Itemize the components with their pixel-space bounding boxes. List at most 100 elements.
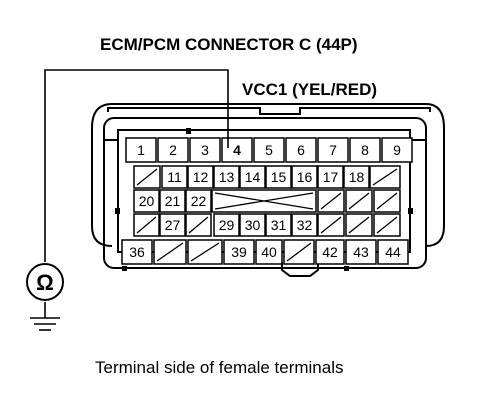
terminal-box xyxy=(381,137,413,163)
terminal-label: 12 xyxy=(193,169,209,185)
terminal-cell: 9 xyxy=(381,137,413,163)
latch-tab-left xyxy=(115,208,120,214)
terminal-label: 3 xyxy=(201,142,209,158)
unused-slash xyxy=(372,168,398,186)
probe-wire-label: VCC1 (YEL/RED) xyxy=(242,80,377,99)
terminal-cell: 20 xyxy=(133,189,160,213)
empty-cavity xyxy=(185,213,212,237)
empty-cavity xyxy=(317,213,345,237)
terminal-box xyxy=(157,137,189,163)
ohm-icon: Ω xyxy=(36,270,54,295)
terminal-box xyxy=(159,189,186,213)
empty-cavity xyxy=(345,189,373,213)
diagram-title: ECM/PCM CONNECTOR C (44P) xyxy=(100,35,358,54)
key-tab-right xyxy=(344,266,349,271)
terminal-box xyxy=(291,165,318,189)
unused-slash xyxy=(348,216,370,234)
terminal-cell: 43 xyxy=(345,239,377,265)
unused-slash xyxy=(376,192,398,210)
terminal-cell: 21 xyxy=(159,189,186,213)
terminal-label: 32 xyxy=(297,217,313,233)
terminal-box xyxy=(265,213,292,237)
terminal-label-probed: 4 xyxy=(233,142,241,158)
terminal-label: 18 xyxy=(349,169,365,185)
terminal-cell: 3 xyxy=(189,137,221,163)
terminal-label: 5 xyxy=(265,142,273,158)
empty-cavity xyxy=(317,189,345,213)
terminal-box xyxy=(239,213,266,237)
terminal-label: 20 xyxy=(139,193,155,209)
probe-wire xyxy=(30,69,229,331)
terminal-box xyxy=(265,165,292,189)
terminal-box xyxy=(285,137,317,163)
terminal-cell: 1 xyxy=(125,137,157,163)
terminal-cell: 39 xyxy=(223,239,255,265)
empty-cavity xyxy=(283,239,315,265)
terminal-cell: 22 xyxy=(185,189,212,213)
terminal-cell: 7 xyxy=(317,137,349,163)
terminal-box xyxy=(253,137,285,163)
terminal-box xyxy=(161,165,188,189)
terminal-cell: 44 xyxy=(377,239,409,265)
terminal-label: 27 xyxy=(165,217,181,233)
diagram-caption: Terminal side of female terminals xyxy=(95,358,343,377)
terminal-box xyxy=(133,189,160,213)
terminal-cell: 18 xyxy=(343,165,370,189)
ohmmeter-circle xyxy=(26,263,64,301)
terminal-label: 11 xyxy=(167,169,182,185)
terminal-label: 6 xyxy=(297,142,305,158)
empty-cavity xyxy=(369,165,401,189)
terminal-label: 31 xyxy=(271,217,287,233)
terminal-cell: 40 xyxy=(255,239,283,265)
terminal-label: 16 xyxy=(297,169,313,185)
ohmmeter: Ω xyxy=(26,263,64,301)
terminal-cell: 30 xyxy=(239,213,266,237)
terminal-label: 43 xyxy=(353,244,369,260)
terminal-box xyxy=(317,137,349,163)
terminal-box xyxy=(213,213,240,237)
terminal-label: 14 xyxy=(245,169,261,185)
terminal-label: 13 xyxy=(219,169,235,185)
terminal-box xyxy=(377,239,409,265)
terminal-label: 42 xyxy=(322,244,338,260)
unused-slash xyxy=(320,192,342,210)
terminal-box xyxy=(125,137,157,163)
terminal-label: 8 xyxy=(361,142,369,158)
terminal-box xyxy=(315,239,345,265)
terminal-cell: 2 xyxy=(157,137,189,163)
terminal-box xyxy=(213,165,240,189)
terminal-box xyxy=(223,239,255,265)
terminal-cell: 5 xyxy=(253,137,285,163)
terminal-label: 15 xyxy=(271,169,287,185)
unused-slash xyxy=(136,216,157,234)
empty-cavity xyxy=(133,213,160,237)
unused-slash xyxy=(156,242,184,262)
key-tab-left xyxy=(122,266,127,271)
unused-slash xyxy=(214,192,314,210)
key-tab-top xyxy=(186,128,191,134)
terminal-label: 17 xyxy=(323,169,339,185)
terminal-cell: 4 xyxy=(221,137,253,163)
empty-cavity xyxy=(187,239,223,265)
terminal-cell: 36 xyxy=(121,239,153,265)
terminal-cell: 16 xyxy=(291,165,318,189)
terminal-cell: 31 xyxy=(265,213,292,237)
terminal-box xyxy=(189,137,221,163)
unused-slash xyxy=(348,192,370,210)
terminal-label: 9 xyxy=(393,142,401,158)
unused-slash xyxy=(190,242,220,262)
empty-cavity xyxy=(153,239,187,265)
terminal-cell: 13 xyxy=(213,165,240,189)
terminal-label: 29 xyxy=(219,217,235,233)
terminal-cell: 15 xyxy=(265,165,292,189)
terminal-cell: 6 xyxy=(285,137,317,163)
terminal-cell: 14 xyxy=(239,165,266,189)
terminal-cell: 11 xyxy=(161,165,188,189)
empty-cavity xyxy=(373,189,401,213)
unused-slash xyxy=(320,216,342,234)
empty-cavity-block xyxy=(211,189,317,213)
terminal-box xyxy=(349,137,381,163)
terminal-label: 1 xyxy=(137,142,145,158)
